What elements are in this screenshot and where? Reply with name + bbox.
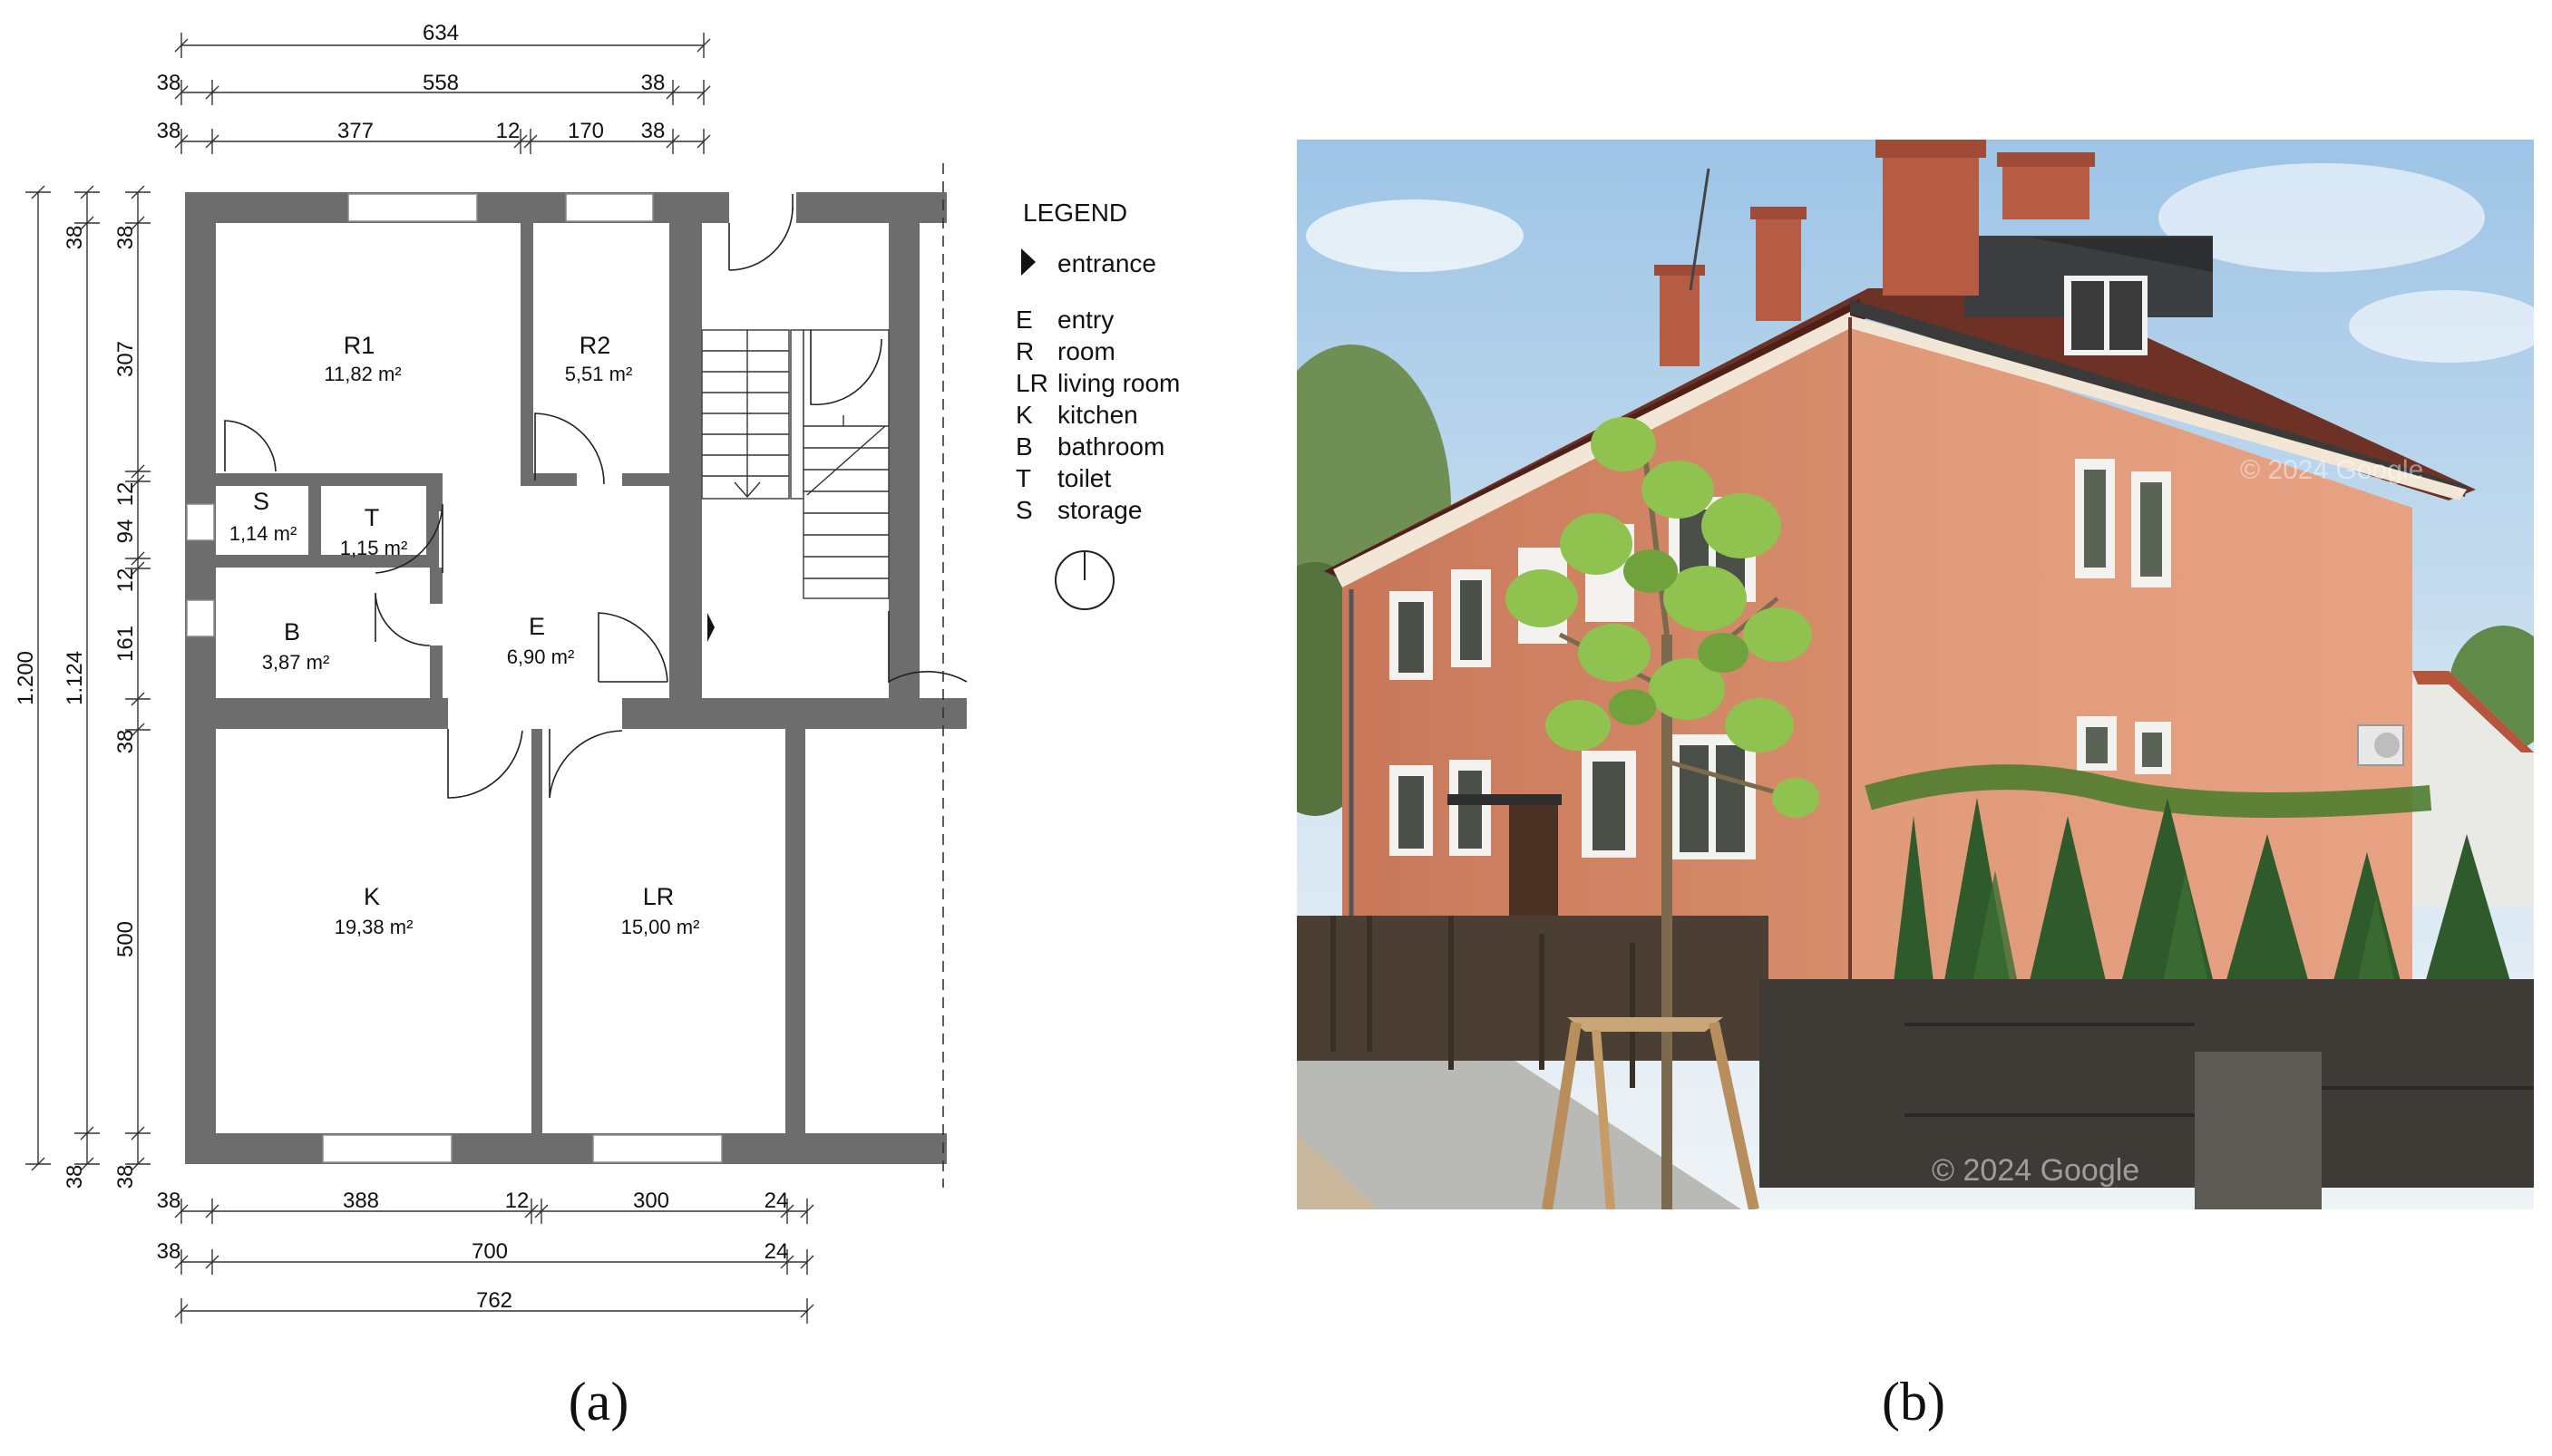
- dim-left-12-a: 12: [113, 482, 138, 507]
- room-k-area: 19,38 m²: [335, 916, 414, 938]
- dim-top-634: 634: [423, 21, 459, 45]
- doors: [224, 163, 968, 1188]
- room-t-label: T: [365, 504, 380, 531]
- caption-b: (b): [1882, 1372, 1945, 1432]
- room-t-area: 1,15 m²: [340, 537, 408, 559]
- dim-left-38-b: 38: [113, 730, 138, 754]
- legend-text-s: storage: [1057, 496, 1142, 524]
- dim-bottom-38-a: 38: [157, 1189, 181, 1213]
- dim-left-12-b: 12: [113, 568, 138, 593]
- room-lr-area: 15,00 m²: [621, 916, 700, 938]
- room-k-label: K: [364, 883, 380, 910]
- watermark-top: © 2024 Google: [2240, 455, 2423, 485]
- room-lr-label: LR: [643, 883, 675, 910]
- dim-bottom-762: 762: [476, 1288, 512, 1313]
- room-s-area: 1,14 m²: [229, 522, 297, 545]
- dim-left-94: 94: [113, 519, 138, 544]
- legend-text-t: toilet: [1057, 464, 1111, 492]
- dim-top-170: 170: [568, 119, 604, 143]
- dim-top-558: 558: [423, 71, 459, 95]
- room-b-area: 3,87 m²: [262, 651, 330, 674]
- legend-code-r: R: [1016, 337, 1034, 365]
- room-e-label: E: [529, 613, 545, 640]
- caption-a: (a): [569, 1372, 629, 1432]
- dim-left-38-a: 38: [113, 226, 138, 250]
- staircase: [701, 329, 890, 599]
- legend-text-k: kitchen: [1057, 401, 1138, 429]
- watermark-bottom: © 2024 Google: [1932, 1153, 2139, 1188]
- legend-entrance-icon: [1021, 248, 1036, 276]
- legend-items: E entry R room LR living room K kitchen …: [1016, 306, 1180, 524]
- dim-left-500: 500: [113, 921, 138, 957]
- dim-left-38-top-mid: 38: [63, 226, 87, 250]
- legend-code-t: T: [1016, 464, 1031, 492]
- dim-top-12: 12: [496, 119, 521, 143]
- top-dimensions: 634 38 558 38 38 377 12 170 38: [157, 21, 711, 154]
- floor-plan-panel: 634 38 558 38 38 377 12 170 38 1.200 1.1…: [14, 21, 1180, 1432]
- bottom-dimensions: 38 388 12 300 24 38 700 24 762: [157, 1189, 814, 1324]
- photo: © 2024 Google © 2024 Google: [1297, 140, 2534, 1209]
- legend-title: LEGEND: [1023, 199, 1127, 227]
- legend: LEGEND entrance E entry R room LR living…: [1016, 199, 1180, 610]
- legend-entrance-text: entrance: [1057, 249, 1156, 277]
- dim-bottom-38-b: 38: [157, 1239, 181, 1264]
- legend-code-e: E: [1016, 306, 1033, 334]
- dim-bottom-700: 700: [472, 1239, 508, 1264]
- room-r2-label: R2: [580, 332, 611, 359]
- legend-code-k: K: [1016, 401, 1033, 429]
- dim-left-38-bot-mid: 38: [63, 1165, 87, 1189]
- legend-text-r: room: [1057, 337, 1115, 365]
- dim-bottom-388: 388: [343, 1189, 379, 1213]
- dim-top-377: 377: [337, 119, 374, 143]
- building-photo-panel: © 2024 Google © 2024 Google (b): [1297, 140, 2534, 1432]
- dim-left-38-c: 38: [113, 1165, 138, 1189]
- dim-left-161: 161: [113, 626, 138, 662]
- windows: [186, 193, 723, 1163]
- tree: [1505, 417, 1819, 1209]
- north-arrow-icon: [1055, 550, 1115, 610]
- legend-text-lr: living room: [1057, 369, 1180, 397]
- legend-text-b: bathroom: [1057, 432, 1164, 461]
- dim-left-1200: 1.200: [14, 651, 38, 705]
- dim-top-38-b: 38: [641, 119, 666, 143]
- legend-text-e: entry: [1057, 306, 1114, 334]
- legend-code-lr: LR: [1016, 369, 1048, 397]
- room-b-label: B: [284, 618, 300, 645]
- room-r1-area: 11,82 m²: [324, 363, 401, 385]
- dim-top-38-right: 38: [641, 71, 666, 95]
- legend-code-s: S: [1016, 496, 1033, 524]
- dim-top-38-left: 38: [157, 71, 181, 95]
- dim-bottom-24-a: 24: [765, 1189, 789, 1213]
- dim-bottom-300: 300: [633, 1189, 669, 1213]
- legend-code-b: B: [1016, 432, 1033, 461]
- room-labels: R1 11,82 m² R2 5,51 m² S 1,14 m² T 1,15 …: [229, 332, 700, 938]
- left-dimensions: 1.200 1.124 38 38 38 307 12 94 12 161 38…: [14, 185, 151, 1189]
- room-s-label: S: [253, 488, 269, 515]
- dim-bottom-24-b: 24: [765, 1239, 789, 1264]
- room-r2-area: 5,51 m²: [565, 363, 633, 385]
- dim-left-1124: 1.124: [63, 651, 87, 705]
- dim-bottom-12: 12: [505, 1189, 530, 1213]
- room-r1-label: R1: [344, 332, 375, 359]
- dim-top-38-a: 38: [157, 119, 181, 143]
- entrance-arrow-icon: [707, 613, 715, 642]
- dim-left-307: 307: [113, 341, 138, 377]
- room-e-area: 6,90 m²: [507, 645, 575, 668]
